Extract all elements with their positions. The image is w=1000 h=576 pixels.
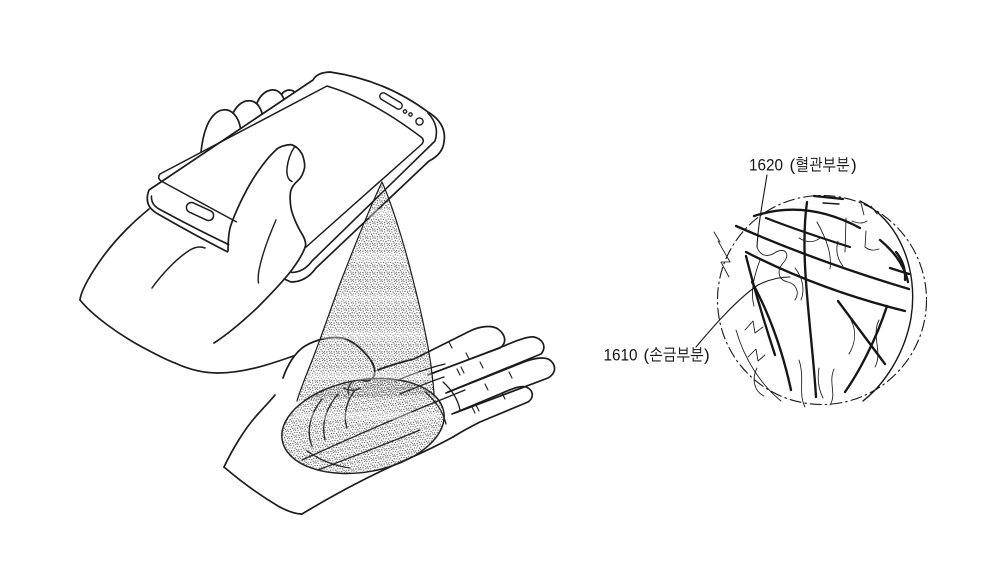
svg-text:1610: 1610	[604, 346, 638, 365]
svg-text:): )	[704, 346, 710, 365]
svg-text:(: (	[790, 156, 796, 175]
svg-text:(: (	[644, 346, 650, 365]
svg-text:1620: 1620	[749, 156, 783, 175]
svg-text:): )	[851, 156, 857, 175]
